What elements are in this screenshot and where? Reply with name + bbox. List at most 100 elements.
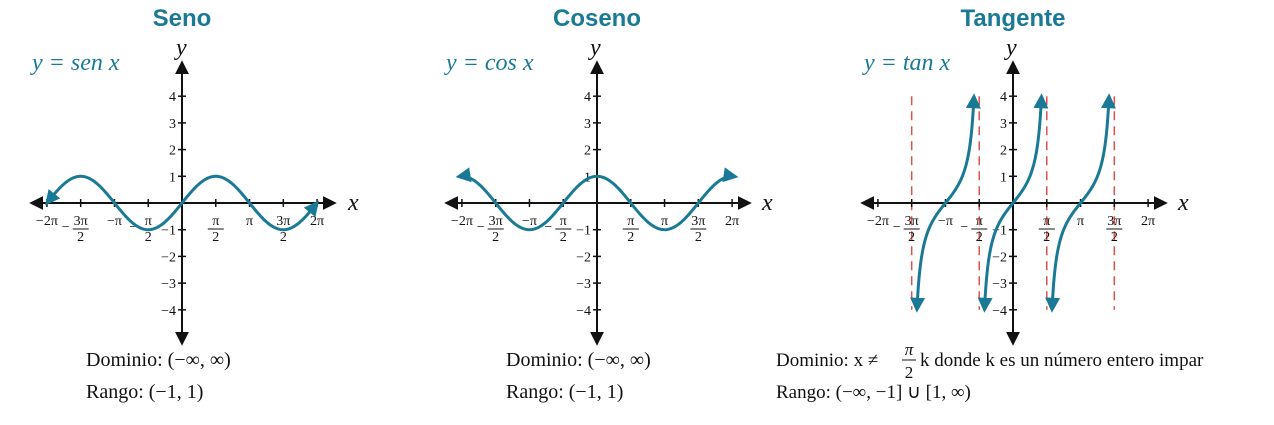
svg-text:π: π xyxy=(560,214,567,229)
svg-text:3π: 3π xyxy=(1107,214,1121,229)
domain-text: Dominio: (−∞, ∞) xyxy=(86,349,231,371)
x-tick-label: −π xyxy=(522,214,537,229)
y-tick-label: 4 xyxy=(169,90,176,105)
y-tick-label: −1 xyxy=(576,224,591,239)
svg-text:π: π xyxy=(976,214,983,229)
svg-text:−: − xyxy=(62,220,70,235)
y-tick-label: 2 xyxy=(1000,144,1007,159)
y-tick-label: −1 xyxy=(161,224,176,239)
sine-curve xyxy=(45,174,319,232)
svg-text:−: − xyxy=(477,220,485,235)
cosine-curve xyxy=(455,167,739,232)
y-tick-label: −2 xyxy=(161,250,176,265)
range-text: Rango: (−∞, −1] ∪ [1, ∞) xyxy=(776,382,971,403)
x-axis-label: x xyxy=(761,190,773,216)
x-tick-label: π2 xyxy=(622,214,639,245)
svg-text:2: 2 xyxy=(976,230,983,245)
range-text: Rango: (−1, 1) xyxy=(506,381,623,403)
y-tick-label: −3 xyxy=(576,277,591,292)
svg-text:−: − xyxy=(129,220,137,235)
x-tick-label: −3π2 xyxy=(62,214,89,245)
tangent-curves xyxy=(910,93,1116,313)
panel-equation: y = tan x xyxy=(862,50,951,76)
svg-text:2: 2 xyxy=(627,230,634,245)
svg-text:π: π xyxy=(212,214,219,229)
range-text: Rango: (−1, 1) xyxy=(86,381,203,403)
x-tick-label: 3π2 xyxy=(690,214,707,245)
svg-text:2: 2 xyxy=(77,230,84,245)
x-tick-label: π2 xyxy=(207,214,224,245)
domain-text: Dominio: (−∞, ∞) xyxy=(506,349,651,371)
y-tick-label: 4 xyxy=(584,90,591,105)
x-tick-label: −π2 xyxy=(960,214,988,245)
x-axis-label: x xyxy=(347,190,359,216)
y-axis-label: y xyxy=(1004,35,1017,61)
svg-text:2: 2 xyxy=(280,230,287,245)
x-tick-label: 3π2 xyxy=(1106,214,1123,245)
svg-text:2: 2 xyxy=(1043,230,1050,245)
svg-text:3π: 3π xyxy=(691,214,705,229)
axes xyxy=(444,60,752,346)
svg-text:2: 2 xyxy=(695,230,702,245)
x-tick-label: −2π xyxy=(451,214,473,229)
x-tick-label: π xyxy=(661,214,668,229)
svg-text:2: 2 xyxy=(492,230,499,245)
panel-title: Coseno xyxy=(553,5,641,32)
y-tick-label: 4 xyxy=(1000,90,1007,105)
tangent-branch xyxy=(1045,93,1116,313)
y-tick-label: −2 xyxy=(992,250,1007,265)
svg-text:π: π xyxy=(145,214,152,229)
y-tick-label: −4 xyxy=(576,304,591,319)
x-tick-label: −π2 xyxy=(544,214,572,245)
domain-fraction-num: π xyxy=(905,340,914,359)
y-tick-label: −4 xyxy=(992,304,1007,319)
domain-fraction-den: 2 xyxy=(905,363,914,382)
x-tick-label: 2π xyxy=(725,214,739,229)
svg-text:2: 2 xyxy=(908,230,915,245)
x-tick-label: π2 xyxy=(1038,214,1055,245)
y-tick-label: 3 xyxy=(584,117,591,132)
svg-text:3π: 3π xyxy=(489,214,503,229)
svg-text:−: − xyxy=(960,220,968,235)
svg-text:2: 2 xyxy=(145,230,152,245)
x-tick-label: −π xyxy=(107,214,122,229)
svg-text:π: π xyxy=(1043,214,1050,229)
panel-equation: y = cos x xyxy=(444,50,534,76)
y-tick-label: 1 xyxy=(1000,170,1007,185)
svg-text:3π: 3π xyxy=(74,214,88,229)
x-tick-label: π xyxy=(246,214,253,229)
x-tick-label: 2π xyxy=(1141,214,1155,229)
y-tick-label: −2 xyxy=(576,250,591,265)
panel-title: Tangente xyxy=(961,5,1066,32)
x-tick-label: −3π2 xyxy=(893,214,920,245)
svg-text:2: 2 xyxy=(560,230,567,245)
panel-equation: y = sen x xyxy=(30,50,120,76)
y-tick-label: 3 xyxy=(1000,117,1007,132)
svg-text:−: − xyxy=(893,220,901,235)
x-tick-label: −π xyxy=(938,214,953,229)
svg-text:2: 2 xyxy=(1111,230,1118,245)
domain-prefix: Dominio: x ≠ xyxy=(776,350,878,371)
y-axis-label: y xyxy=(174,35,187,61)
y-tick-label: −3 xyxy=(161,277,176,292)
svg-text:3π: 3π xyxy=(276,214,290,229)
tangent-branch xyxy=(910,93,981,313)
svg-text:2: 2 xyxy=(212,230,219,245)
tangent-branch xyxy=(977,93,1049,313)
x-tick-label: −2π xyxy=(867,214,889,229)
y-tick-label: 2 xyxy=(584,144,591,159)
svg-text:3π: 3π xyxy=(905,214,919,229)
svg-text:π: π xyxy=(627,214,634,229)
y-tick-label: −3 xyxy=(992,277,1007,292)
x-tick-label: 2π xyxy=(310,214,324,229)
x-axis-label: x xyxy=(1177,190,1189,216)
